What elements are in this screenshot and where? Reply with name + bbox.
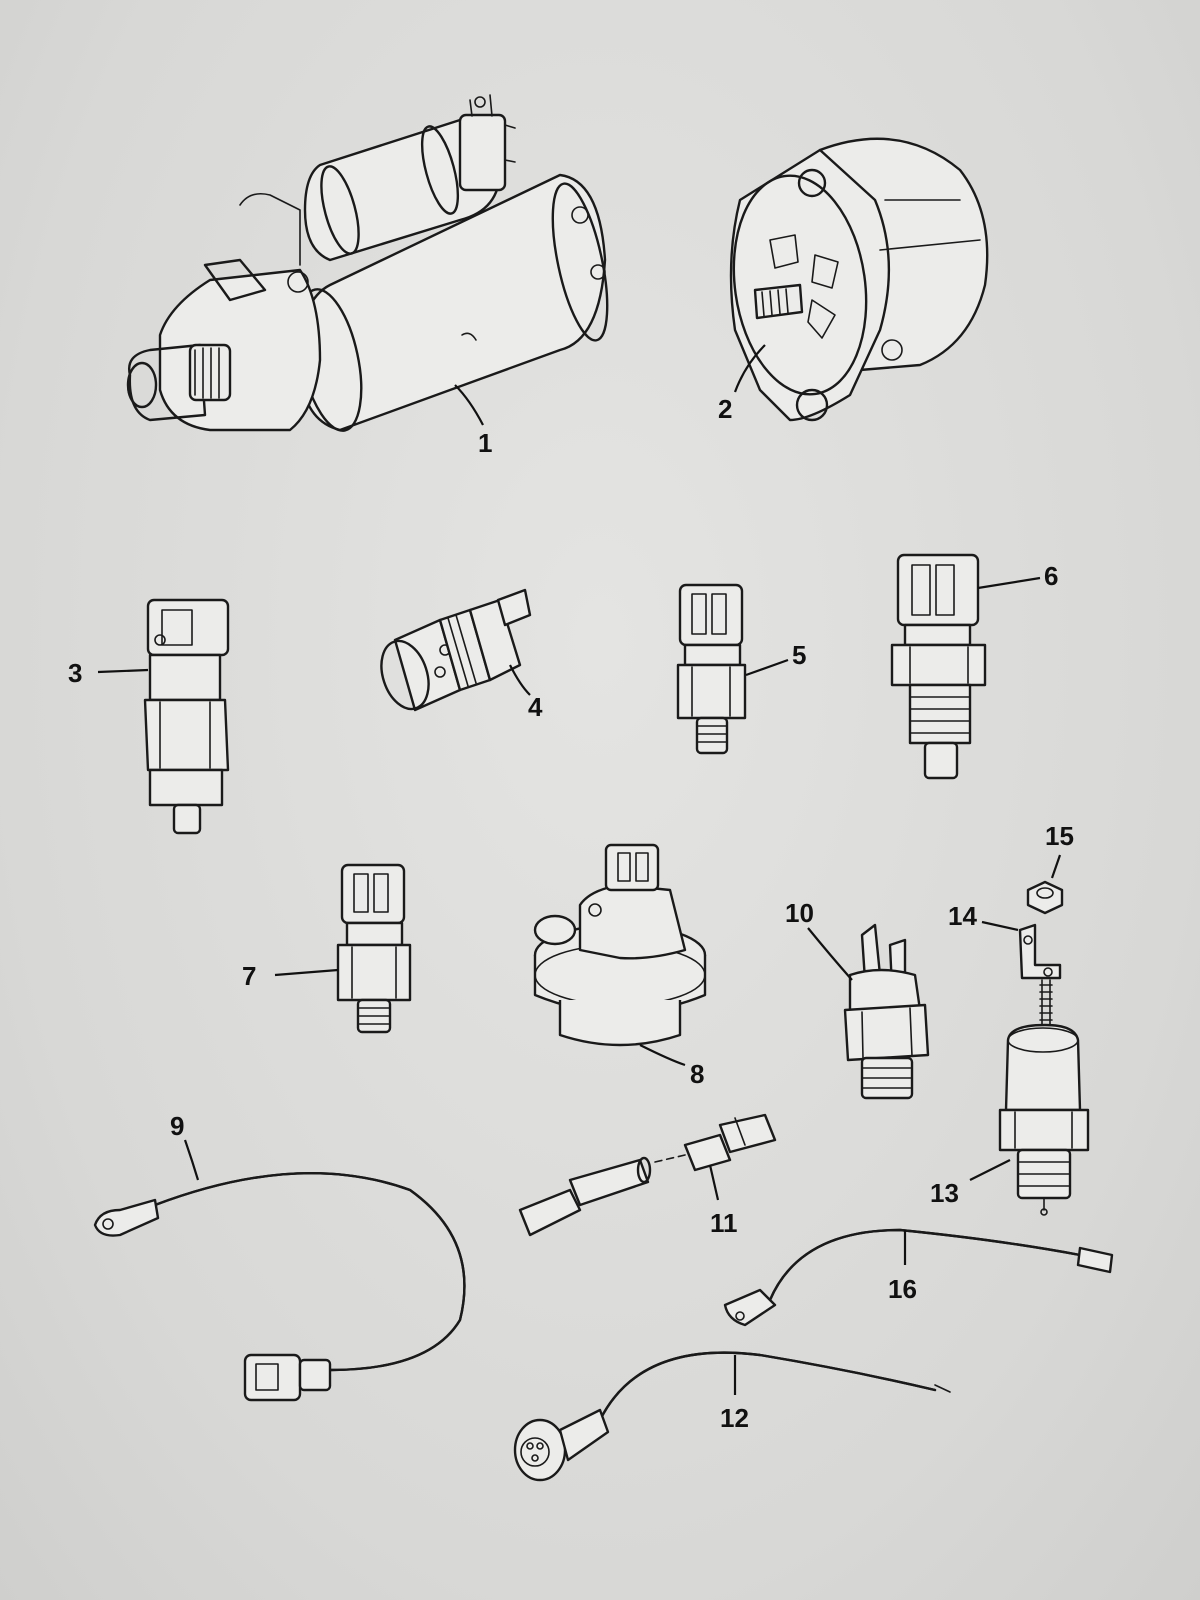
- part-number-16: 16: [888, 1274, 917, 1304]
- part-number-3: 3: [68, 658, 82, 688]
- switch-7-illustration: [336, 863, 412, 1034]
- part-number-10: 10: [785, 898, 814, 928]
- callout-4: 4: [509, 664, 543, 722]
- sensor-3-illustration: [143, 598, 230, 835]
- callout-7: 7: [242, 961, 339, 991]
- part-number-13: 13: [930, 1178, 959, 1208]
- callout-16: 16: [888, 1230, 917, 1304]
- callout-2: 2: [718, 344, 766, 424]
- harness-9-illustration: [93, 1171, 466, 1402]
- callout-1: 1: [454, 384, 492, 458]
- harness-12-illustration: [513, 1351, 951, 1482]
- callout-3: 3: [68, 658, 149, 688]
- part-number-1: 1: [478, 428, 492, 458]
- part-number-9: 9: [170, 1111, 184, 1141]
- harness-16-illustration: [723, 1228, 1114, 1327]
- part-number-12: 12: [720, 1403, 749, 1433]
- callout-6: 6: [977, 561, 1058, 591]
- callout-10: 10: [785, 898, 853, 981]
- alternator-illustration: [729, 137, 989, 422]
- callout-11: 11: [708, 1164, 738, 1238]
- nut-15-illustration: [1026, 880, 1064, 915]
- part-number-4: 4: [528, 692, 543, 722]
- connector-11-illustration: [518, 1113, 777, 1237]
- bracket-14-illustration: [1018, 923, 1062, 980]
- callout-14: 14: [948, 901, 1019, 932]
- callout-13: 13: [930, 1159, 1011, 1208]
- part-number-11: 11: [710, 1208, 738, 1238]
- part-number-6: 6: [1044, 561, 1058, 591]
- part-number-8: 8: [690, 1059, 704, 1089]
- switch-5-illustration: [676, 583, 747, 755]
- sensor-4-illustration: [380, 588, 532, 712]
- part-number-14: 14: [948, 901, 977, 931]
- callout-9: 9: [170, 1111, 200, 1181]
- callout-8: 8: [639, 1044, 704, 1089]
- part-number-7: 7: [242, 961, 256, 991]
- callout-12: 12: [720, 1355, 749, 1433]
- sensor-6-illustration: [890, 553, 987, 780]
- callout-5: 5: [745, 640, 806, 677]
- part-number-5: 5: [792, 640, 806, 670]
- starter-motor-illustration: [126, 94, 609, 432]
- callout-15: 15: [1045, 821, 1074, 879]
- part-number-15: 15: [1045, 821, 1074, 851]
- switch-8-illustration: [533, 843, 707, 1047]
- switch-10-illustration: [843, 923, 930, 1100]
- switch-13-illustration: [998, 979, 1090, 1216]
- part-number-2: 2: [718, 394, 732, 424]
